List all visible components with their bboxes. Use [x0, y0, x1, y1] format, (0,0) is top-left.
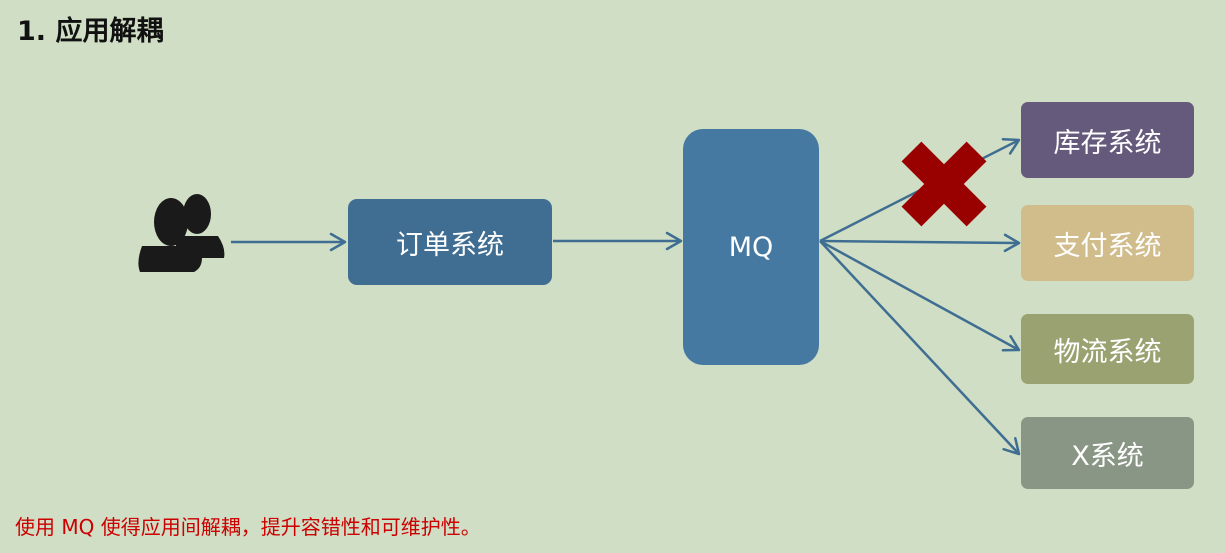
section-heading: 1. 应用解耦 [17, 16, 164, 47]
failure-cross-icon [901, 141, 987, 227]
arrow-mq-to-payment [819, 233, 1021, 253]
users-icon [138, 194, 225, 272]
arrow-mq-to-x-system [819, 240, 1021, 456]
payment-system-box: 支付系统 [1021, 205, 1194, 281]
logistics-system-box: 物流系统 [1021, 314, 1194, 384]
arrow-mq-to-logistics [819, 239, 1021, 352]
decoupling-diagram [138, 137, 1021, 456]
inventory-system-box: 库存系统 [1021, 102, 1194, 178]
order-system-box: 订单系统 [348, 199, 552, 285]
caption-note: 使用 MQ 使得应用间解耦，提升容错性和可维护性。 [15, 515, 481, 539]
mq-box: MQ [683, 129, 819, 365]
x-system-box: X系统 [1021, 417, 1194, 489]
